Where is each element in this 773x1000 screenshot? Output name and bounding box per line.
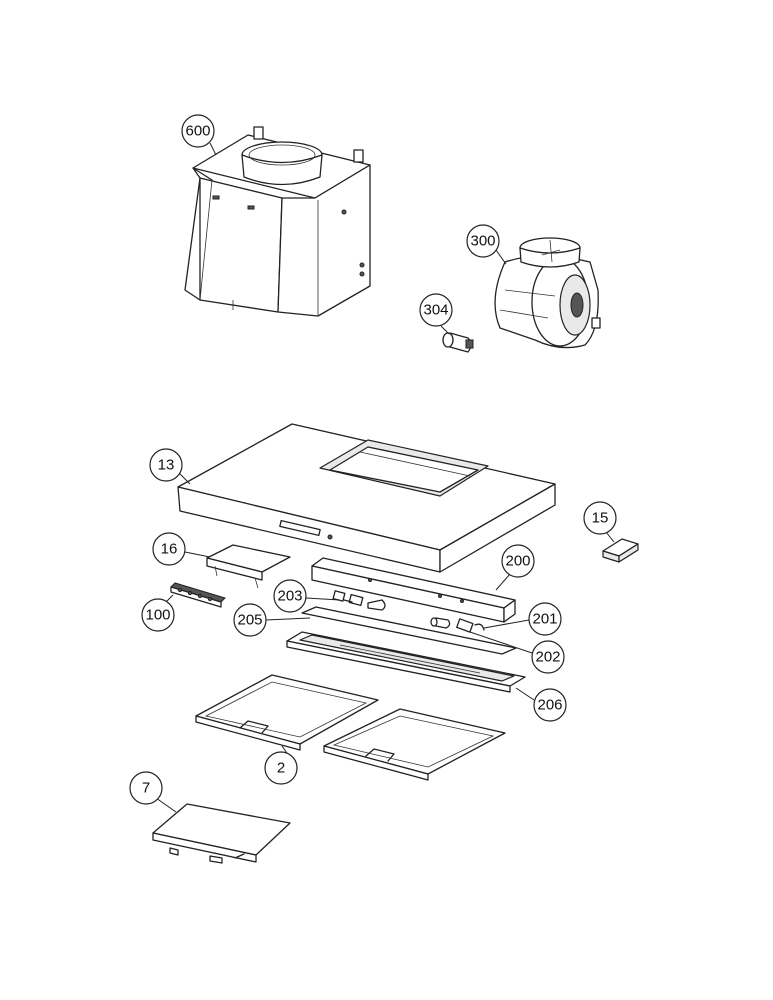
callout-16-label: 16 (161, 541, 178, 558)
part-2-grease-filter-right (323, 708, 506, 781)
part-300-blower-motor (494, 237, 601, 349)
callout-100: 100 (141, 594, 175, 632)
callout-15-label: 15 (592, 510, 609, 527)
callout-203: 203 (273, 579, 341, 613)
callout-202-label: 202 (535, 649, 560, 666)
callout-202: 202 (469, 631, 565, 674)
callout-300-label: 300 (470, 233, 495, 250)
callout-16: 16 (152, 532, 211, 566)
callout-15: 15 (583, 501, 617, 543)
part-16-bracket (206, 544, 291, 589)
callout-7-label: 7 (142, 780, 150, 797)
part-2-grease-filter-left (195, 674, 379, 751)
callout-7: 7 (129, 771, 177, 813)
part-202-socket (456, 618, 485, 633)
callout-201: 201 (483, 602, 562, 636)
callout-304-label: 304 (423, 302, 448, 319)
callout-13-label: 13 (158, 457, 175, 474)
callout-206: 206 (515, 687, 567, 722)
part-600-connector-box (184, 126, 371, 317)
callout-2-label: 2 (277, 760, 285, 777)
part-203-lamp-holder (332, 590, 364, 607)
callout-304: 304 (419, 293, 453, 335)
part-7-recirc-filter (152, 803, 291, 864)
callout-200: 200 (495, 544, 535, 591)
callout-600: 600 (181, 114, 217, 156)
callout-205: 205 (233, 603, 311, 637)
part-200-electronics-housing (311, 557, 516, 623)
callout-203-label: 203 (277, 588, 302, 605)
callout-200-label: 200 (505, 553, 530, 570)
callout-600-label: 600 (185, 123, 210, 140)
callout-205-label: 205 (237, 612, 262, 629)
part-lamp-cable (367, 599, 386, 611)
part-13-hood-body (177, 423, 556, 573)
callout-201-label: 201 (532, 611, 557, 628)
callout-300: 300 (466, 224, 507, 265)
callout-13: 13 (149, 448, 191, 485)
part-100-control-panel (170, 582, 226, 608)
callout-206-label: 206 (537, 697, 562, 714)
callout-2: 2 (264, 745, 298, 785)
part-206-lamp-frame (286, 631, 526, 693)
callout-100-label: 100 (145, 607, 170, 624)
part-201-lamp (430, 617, 451, 629)
part-15-pad (602, 538, 639, 563)
part-304-capacitor (442, 332, 474, 353)
